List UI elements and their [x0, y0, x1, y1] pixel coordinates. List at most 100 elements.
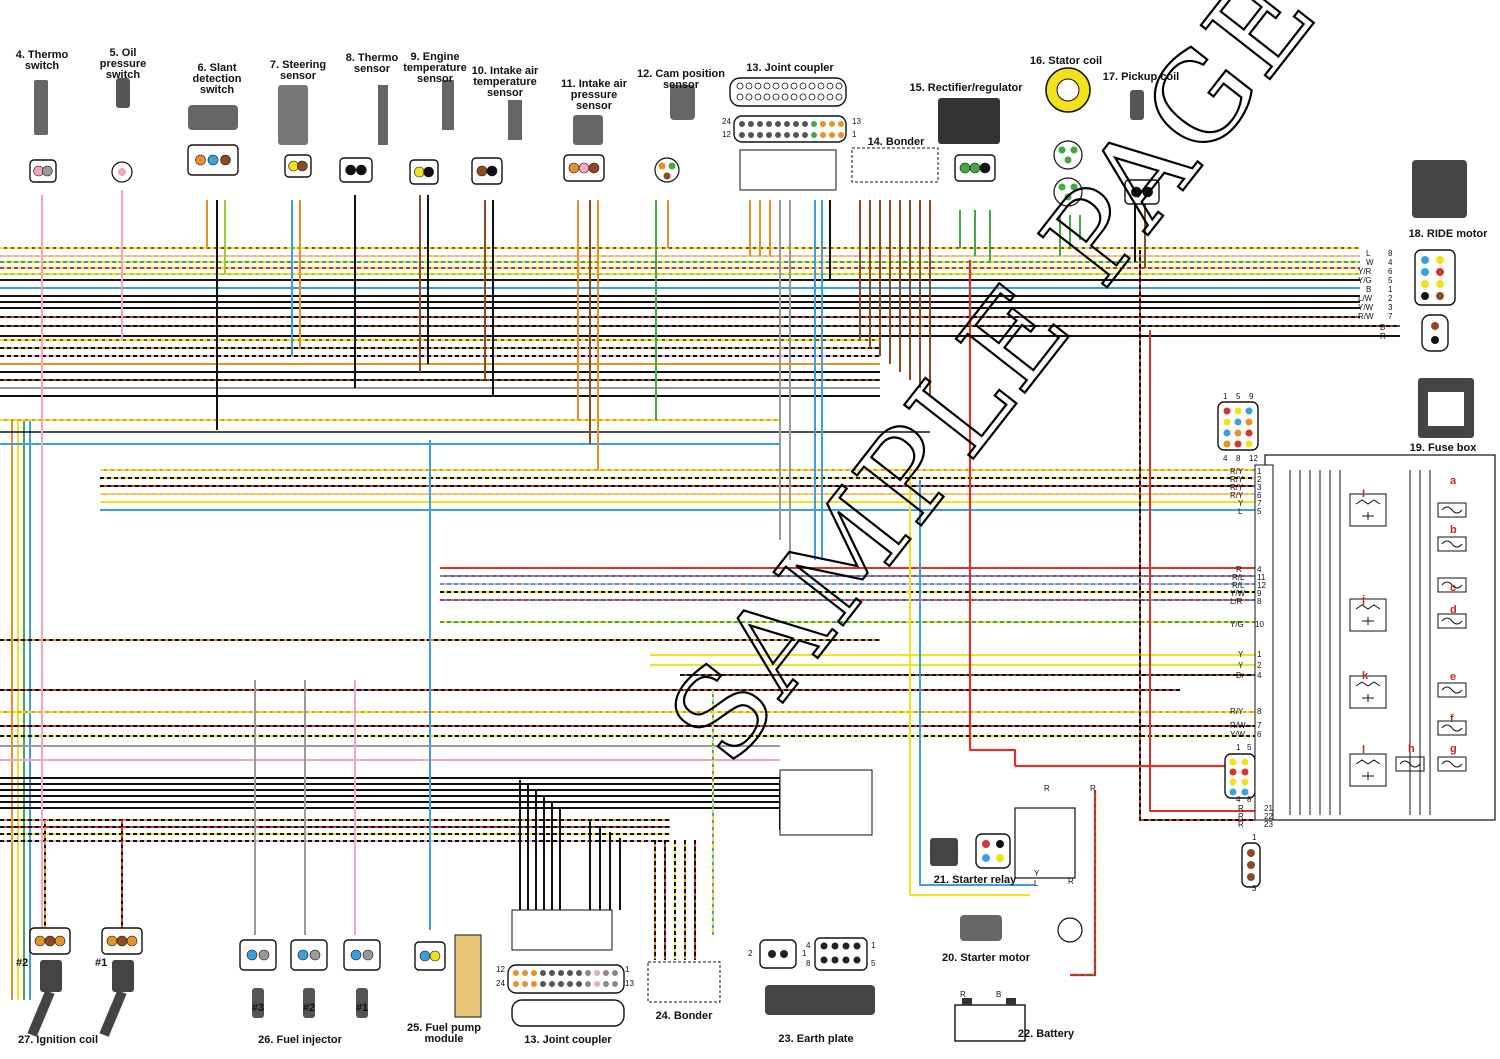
starter-wire-1: R [1044, 784, 1050, 793]
fuel-injector-body [356, 988, 368, 1018]
label-bonder-bottom: 24. Bonder [656, 1010, 714, 1022]
starter-motor-symbol [1057, 917, 1083, 943]
fuel-injector-body [303, 988, 315, 1018]
fb-mid-pin-2: 11 [1257, 573, 1266, 582]
ride-wire-8: R/W [1358, 312, 1374, 321]
earth-conn8-pin-1: 1 [871, 941, 876, 950]
fb-lower-wire-3: Br [1236, 671, 1244, 680]
label-ride-motor: 18. RIDE motor [1409, 228, 1489, 240]
fb-upper-wire-5: Y [1238, 499, 1244, 508]
ride-connector-pin [1421, 280, 1429, 288]
connector-pin [54, 935, 66, 947]
earth-conn-pin-8: 8 [806, 959, 811, 968]
joint-coupler-bottom-pin [540, 970, 546, 976]
connector-body [239, 939, 277, 971]
ride-pin-6: 2 [1388, 294, 1393, 303]
fuse-element [1441, 617, 1463, 625]
joint-coupler-top-pin [820, 132, 826, 138]
joint-coupler-top-cavity [817, 93, 825, 101]
ride-pin-2: 4 [1388, 258, 1393, 267]
connector-pin [195, 154, 206, 166]
ride-lower-wire-1: B [1380, 323, 1385, 332]
joint-coupler-top-pin [802, 121, 808, 127]
connector-pin [246, 949, 258, 961]
jc-bot-pin-13: 13 [625, 979, 634, 988]
fuse-label-e: e [1450, 671, 1456, 683]
joint-coupler-top-cavity [745, 82, 753, 90]
jc-top-pin-1: 1 [852, 130, 857, 139]
battery-body [954, 1004, 1026, 1042]
label-stator-coil: 16. Stator coil [1030, 55, 1102, 67]
lower-conn-pin-5: 5 [1247, 743, 1252, 752]
relay-label-j: j [1361, 594, 1365, 606]
wire [1149, 330, 1255, 812]
label-bonder-top: 14. Bonder [868, 136, 926, 148]
ride-lower-pin [1431, 322, 1439, 330]
small-connector-pin [1247, 861, 1255, 869]
fuse-label-c: c [1450, 582, 1456, 594]
marker-ignition-1: #1 [95, 957, 107, 969]
fuse-box-connector-pin [1245, 429, 1253, 437]
label-rectifier-regulator: 15. Rectifier/regulator [909, 82, 1023, 94]
joint-coupler-bottom-pin [513, 981, 519, 987]
battery-term-b: B [996, 990, 1001, 999]
ride-motor-connector [1414, 249, 1456, 306]
fb-lower-pin-4: 8 [1257, 707, 1262, 716]
connector-pin [969, 162, 981, 174]
ignition-coil-boot [27, 990, 55, 1037]
ride-pin-7: 3 [1388, 303, 1393, 312]
fb-lower-wire-1: Y [1238, 650, 1244, 659]
joint-coupler-top-pin [838, 121, 844, 127]
earth-connector-2 [759, 939, 797, 969]
relay-coil [1355, 499, 1381, 505]
label-joint-coupler-bottom: 13. Joint coupler [524, 1034, 612, 1046]
fb-lower-pin-3: 4 [1257, 671, 1262, 680]
earth-conn-pin-5: 5 [871, 959, 876, 968]
joint-coupler-bottom-pin [567, 970, 573, 976]
joint-coupler-bottom-pin [522, 981, 528, 987]
fuse-element [1441, 540, 1463, 548]
ride-motor-wire-labels: L W Y/R Y/G B L/W Y/W R/W 8 4 6 5 1 2 3 … [1358, 249, 1393, 341]
connector-body [343, 939, 381, 971]
fuse-box-window [1428, 392, 1464, 426]
oil-pressure-switch-body [116, 78, 130, 108]
battery-terminal-pos [962, 998, 972, 1005]
joint-coupler-top-cavity [736, 93, 744, 101]
fb-lower-wire-9: R [1238, 820, 1244, 829]
small-conn-pin-3: 3 [1252, 884, 1257, 893]
starter-relay-pin [982, 840, 990, 848]
cam-sensor-pin [658, 162, 666, 170]
ride-connector-pin [1421, 256, 1429, 264]
cam-sensor-pin [668, 162, 676, 170]
fusebox-conn-pin-8: 8 [1236, 454, 1241, 463]
fb-upper-wire-2: R/Y [1230, 475, 1244, 484]
fb-lower-wire-4: R/Y [1230, 707, 1244, 716]
earth-connector8-pin [853, 956, 861, 964]
connector-pin [979, 162, 991, 174]
joint-coupler-top-pin [811, 132, 817, 138]
joint-coupler-top-cavity [754, 82, 762, 90]
fuse-label-f: f [1450, 713, 1454, 725]
fb-mid-pin-1: 4 [1257, 565, 1262, 574]
fuse-box-connector-pin [1245, 418, 1253, 426]
joint-coupler-top-pin [739, 132, 745, 138]
stator-pin [1064, 156, 1072, 164]
fb-lower-wire-8: R [1238, 812, 1244, 821]
battery-terminal-neg [1006, 998, 1016, 1005]
starter-relay-pin [982, 854, 990, 862]
joint-coupler-top-shell [729, 77, 847, 107]
marker-injector-2: #2 [303, 1002, 315, 1014]
jc-bot-pin-12: 12 [496, 965, 505, 974]
earth-connector8-pin [831, 956, 839, 964]
fuse-box-connector-pin [1234, 418, 1242, 426]
connector-pin [429, 950, 441, 962]
joint-coupler-top-pin [784, 121, 790, 127]
fuse-label-d: d [1450, 604, 1457, 616]
small-conn-pin-1: 1 [1252, 833, 1257, 842]
ride-connector-pin [1436, 268, 1444, 276]
joint-coupler-top-pin [793, 132, 799, 138]
starter-relay-pin [996, 854, 1004, 862]
fuse-element [1441, 724, 1463, 732]
joint-coupler-top-cavity [781, 93, 789, 101]
